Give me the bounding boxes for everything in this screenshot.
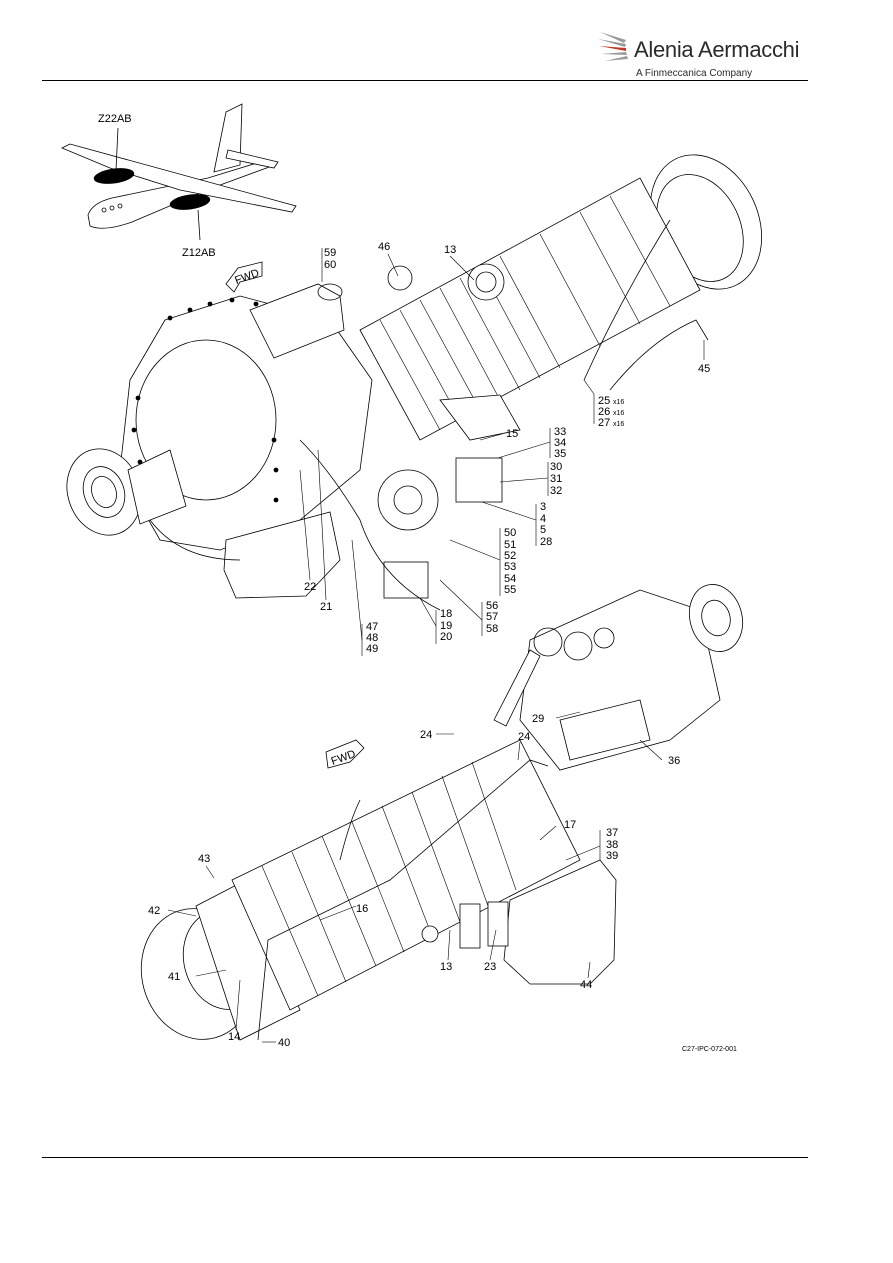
callout-36: 36 xyxy=(668,755,680,767)
callout-32: 32 xyxy=(550,485,562,497)
callout-58: 58 xyxy=(486,623,498,635)
callout-26: 26 xyxy=(598,406,610,418)
engine-bottom-view xyxy=(140,584,744,1043)
callout-24-right: 24 xyxy=(518,731,530,743)
callout-18: 18 xyxy=(440,608,452,620)
propeller-logo-icon xyxy=(598,32,628,61)
callout-33: 33 xyxy=(554,426,566,438)
engine-top-view xyxy=(66,154,763,656)
callout-45: 45 xyxy=(698,363,710,375)
callout-5: 5 xyxy=(540,524,546,536)
callout-51: 51 xyxy=(504,539,516,551)
callout-27: 27 xyxy=(598,417,610,429)
callout-28: 28 xyxy=(540,536,552,548)
figure-code: C27-IPC-072-001 xyxy=(682,1046,737,1053)
callout-40: 40 xyxy=(278,1037,290,1049)
callout-37: 37 xyxy=(606,827,618,839)
footer-rule xyxy=(42,1157,808,1158)
callout-17: 17 xyxy=(564,819,576,831)
callout-16: 16 xyxy=(356,903,368,915)
callout-23: 23 xyxy=(484,961,496,973)
callout-56: 56 xyxy=(486,600,498,612)
callout-20: 20 xyxy=(440,631,452,643)
callout-26-qty: x16 xyxy=(613,410,624,417)
callout-21: 21 xyxy=(320,601,332,613)
callout-29: 29 xyxy=(532,713,544,725)
callout-25: 25 xyxy=(598,395,610,407)
callout-31: 31 xyxy=(550,473,562,485)
callout-44: 44 xyxy=(580,979,592,991)
callout-30: 30 xyxy=(550,461,562,473)
callout-14: 14 xyxy=(228,1031,240,1043)
callout-22: 22 xyxy=(304,581,316,593)
callout-59: 59 xyxy=(324,247,336,259)
callout-15: 15 xyxy=(506,428,518,440)
callout-4: 4 xyxy=(540,513,546,525)
callout-13-top: 13 xyxy=(444,244,456,256)
zone-label-left: Z22AB xyxy=(98,113,132,125)
callout-46: 46 xyxy=(378,241,390,253)
callout-27-qty: x16 xyxy=(613,421,624,428)
company-logo: Alenia Aermacchi A Finmeccanica Company xyxy=(596,24,800,84)
callout-54: 54 xyxy=(504,573,516,585)
callout-50: 50 xyxy=(504,527,516,539)
aircraft-inset xyxy=(61,103,297,241)
callout-13-bottom: 13 xyxy=(440,961,452,973)
callout-42: 42 xyxy=(148,905,160,917)
callout-55: 55 xyxy=(504,584,516,596)
callout-43: 43 xyxy=(198,853,210,865)
fwd-arrow-top xyxy=(225,261,263,293)
callout-41: 41 xyxy=(168,971,180,983)
callout-52: 52 xyxy=(504,550,516,562)
callout-53: 53 xyxy=(504,561,516,573)
callout-19: 19 xyxy=(440,620,452,632)
callout-60: 60 xyxy=(324,259,336,271)
zone-label-right: Z12AB xyxy=(182,247,216,259)
brand-name: Alenia Aermacchi xyxy=(634,37,800,62)
header-rule xyxy=(42,80,808,81)
callout-49: 49 xyxy=(366,643,378,655)
callout-35: 35 xyxy=(554,448,566,460)
callout-39: 39 xyxy=(606,850,618,862)
callout-48: 48 xyxy=(366,632,378,644)
callout-57: 57 xyxy=(486,611,498,623)
callout-47: 47 xyxy=(366,621,378,633)
callout-38: 38 xyxy=(606,839,618,851)
callout-34: 34 xyxy=(554,437,566,449)
brand-subtitle: A Finmeccanica Company xyxy=(636,68,753,79)
callout-24-left: 24 xyxy=(420,729,432,741)
callout-25-qty: x16 xyxy=(613,399,624,406)
callout-3: 3 xyxy=(540,501,546,513)
